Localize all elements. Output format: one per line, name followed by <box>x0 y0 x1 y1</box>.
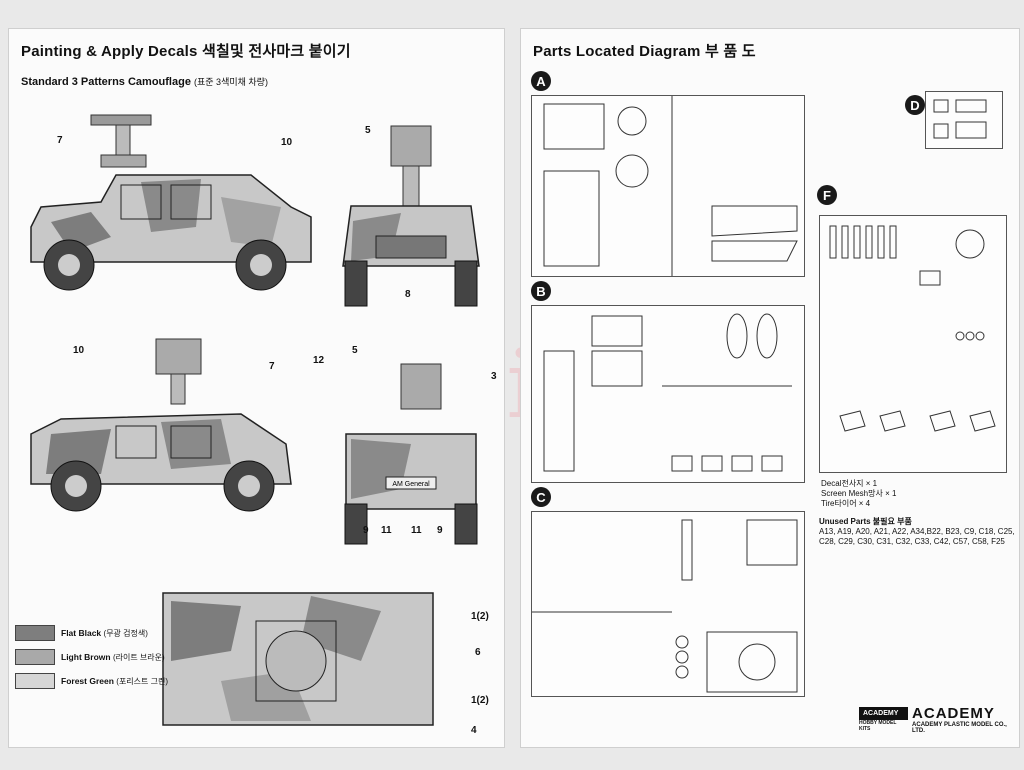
callout-12: 12 <box>313 355 325 366</box>
camouflage-subtitle: Standard 3 Patterns Camouflage (표준 3색미채 … <box>21 76 268 88</box>
side-view-vehicle-2 <box>30 338 292 512</box>
side-view-vehicle-1 <box>30 114 312 291</box>
sprue-b-frame <box>531 305 805 483</box>
color-swatch-flat-black: Flat Black (무광 검정색) <box>15 625 148 641</box>
top-view-vehicle <box>162 592 434 726</box>
color-swatch-forest-green: Forest Green (포리스트 그린) <box>15 673 168 689</box>
sprue-a-frame <box>531 95 805 277</box>
callout-11-b: 11 <box>411 525 422 536</box>
sprue-c-parts-icon <box>532 519 798 693</box>
color-swatch-light-brown: Light Brown (라이트 브라운) <box>15 649 165 665</box>
academy-logo: ACADEMY HOBBY MODEL KITS ACADEMY ACADEMY… <box>859 705 1019 734</box>
callout-10-b: 10 <box>73 345 85 356</box>
callout-1-2-bottom: 1(2) <box>471 695 489 706</box>
callout-8: 8 <box>405 289 411 300</box>
swatch-flat-black <box>15 625 55 641</box>
sprue-d-frame <box>925 91 1003 149</box>
callout-7: 7 <box>57 135 63 146</box>
sprue-b-parts-icon <box>543 313 792 472</box>
sprue-d-parts-icon <box>933 99 987 139</box>
callout-3: 3 <box>491 371 497 382</box>
callout-9-a: 9 <box>363 525 369 536</box>
painting-page: Painting & Apply Decals 색칠및 전사마크 붙이기 Sta… <box>8 28 505 748</box>
sprue-f-badge: F <box>817 185 837 205</box>
sprue-c-badge: C <box>531 487 551 507</box>
callout-5-front: 5 <box>365 125 371 136</box>
academy-logo-box: ACADEMY <box>859 707 909 720</box>
academy-brand-sub: ACADEMY PLASTIC MODEL CO., LTD. <box>912 722 1007 734</box>
front-view-vehicle <box>342 125 480 307</box>
note-decal: Decal전사지 × 1 <box>821 479 878 488</box>
parts-title: Parts Located Diagram 부 품 도 <box>533 43 756 60</box>
sprue-b-badge: B <box>531 281 551 301</box>
academy-brand: ACADEMY <box>912 705 995 722</box>
unused-parts-list: A13, A19, A20, A21, A22, A34,B22, B23, C… <box>819 527 1015 546</box>
rear-plate-text: AM General <box>392 481 430 488</box>
sprue-a-badge: A <box>531 71 551 91</box>
callout-11-a: 11 <box>381 525 392 536</box>
sprue-f-frame <box>819 215 1007 473</box>
sprue-d-badge: D <box>905 95 925 115</box>
unused-parts-title: Unused Parts 불필요 부품 <box>819 517 912 526</box>
sprue-f-parts-icon <box>829 225 996 432</box>
swatch-light-brown <box>15 649 55 665</box>
sprue-a-parts-icon <box>543 96 798 276</box>
academy-logo-sub: HOBBY MODEL KITS <box>859 720 897 732</box>
callout-10: 10 <box>281 137 293 148</box>
swatch-forest-green <box>15 673 55 689</box>
note-tire: Tire타이어 × 4 <box>821 499 871 508</box>
callout-7-b: 7 <box>269 361 275 372</box>
rear-view-vehicle: AM General <box>344 363 478 545</box>
callout-1-2-top: 1(2) <box>471 611 489 622</box>
callout-6: 6 <box>475 647 481 658</box>
unused-parts: Unused Parts 불필요 부품 A13, A19, A20, A21, … <box>819 517 1019 547</box>
callout-4: 4 <box>471 725 477 736</box>
kit-contents-notes: Decal전사지 × 1 Screen Mesh망사 × 1 Tire타이어 ×… <box>821 479 896 509</box>
parts-page: Parts Located Diagram 부 품 도 A D F <box>520 28 1020 748</box>
sprue-c-frame <box>531 511 805 697</box>
callout-9-b: 9 <box>437 525 443 536</box>
callout-5-rear: 5 <box>352 345 358 356</box>
note-screen-mesh: Screen Mesh망사 × 1 <box>821 489 897 498</box>
painting-title: Painting & Apply Decals 색칠및 전사마크 붙이기 <box>21 43 351 60</box>
